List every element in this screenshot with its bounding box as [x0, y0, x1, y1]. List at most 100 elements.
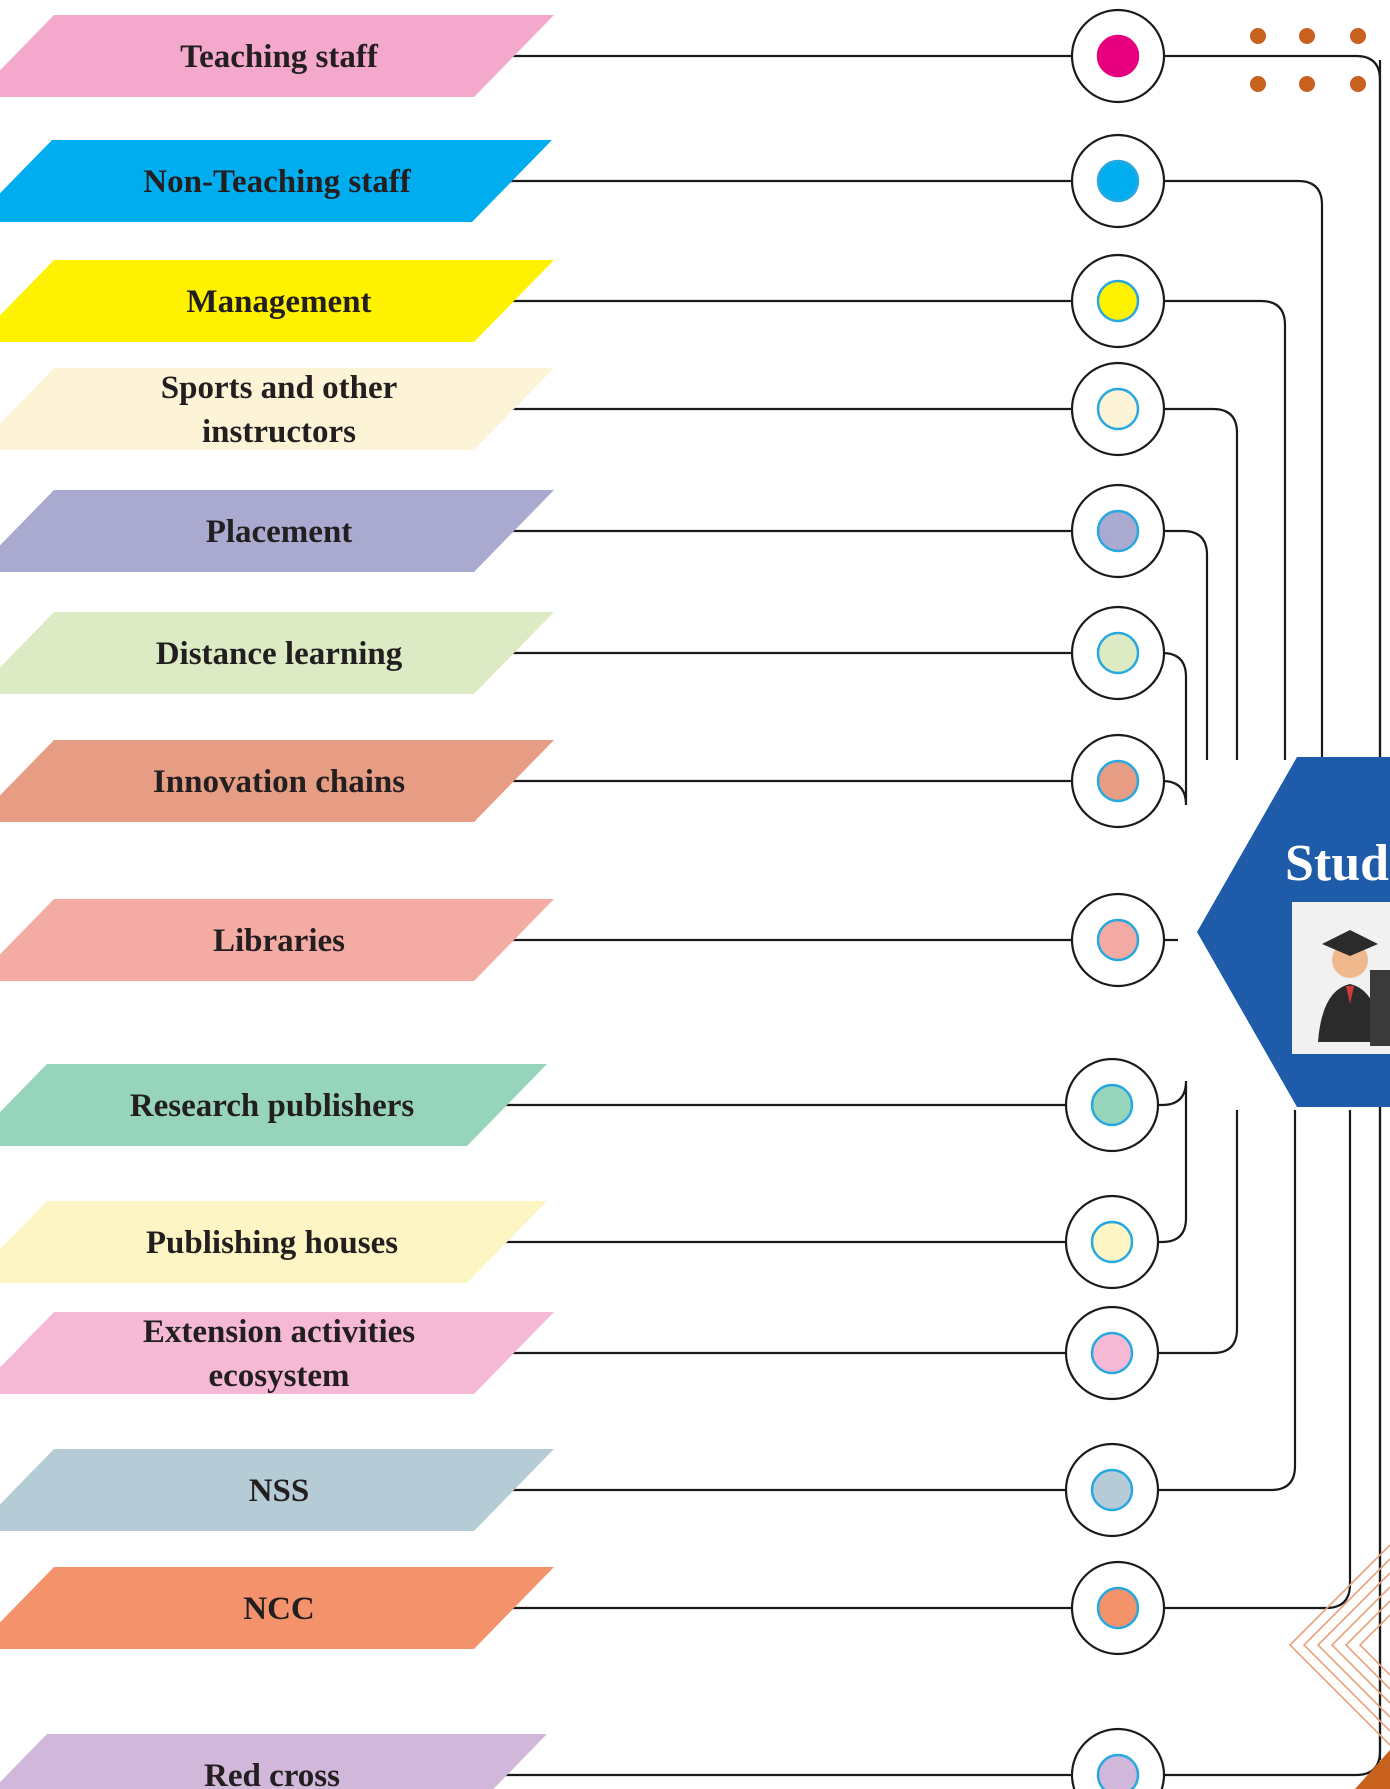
label-text: NCC	[243, 1591, 315, 1627]
label-text: Non-Teaching staff	[143, 164, 411, 200]
decor-line	[1358, 1614, 1390, 1676]
node-dot	[1090, 1220, 1134, 1264]
label-text: ecosystem	[208, 1358, 349, 1394]
node-dot	[1090, 1468, 1134, 1512]
node-dot	[1096, 918, 1140, 962]
connector-line	[504, 407, 1239, 760]
node-ring	[1070, 1560, 1166, 1656]
decor-dot	[1299, 76, 1315, 92]
node-ring	[1070, 605, 1166, 701]
label-item: Libraries	[0, 899, 554, 981]
graduate-students-icon	[1292, 902, 1390, 1054]
decor-dot	[1350, 76, 1366, 92]
label-box	[0, 1201, 547, 1283]
label-box	[0, 1312, 554, 1394]
connector-line	[504, 1110, 1239, 1355]
node-ring	[1064, 1194, 1160, 1290]
label-item: Publishing houses	[0, 1201, 547, 1283]
label-text: Management	[186, 284, 371, 320]
label-text: Innovation chains	[153, 764, 405, 800]
label-box	[0, 1449, 554, 1531]
label-text: NSS	[249, 1473, 310, 1509]
node-dot	[1096, 279, 1140, 323]
label-box	[0, 15, 554, 97]
decor-dot	[1350, 28, 1366, 44]
label-box	[0, 260, 554, 342]
label-box	[0, 1064, 547, 1146]
node-ring	[1064, 1305, 1160, 1401]
node-ring	[1070, 253, 1166, 349]
connector-line	[504, 299, 1287, 760]
connector-line	[504, 529, 1209, 760]
label-text: Libraries	[213, 923, 345, 959]
node-ring	[1070, 483, 1166, 579]
label-item: Placement	[0, 490, 554, 572]
label-item: Sports and other instructors	[0, 368, 554, 450]
label-item: Extension activities ecosystem	[0, 1312, 554, 1394]
node-ring	[1070, 733, 1166, 829]
decor-dot	[1250, 76, 1266, 92]
connector-line	[497, 1110, 1188, 1244]
label-item: Innovation chains	[0, 740, 554, 822]
decorative-corner-lines	[1288, 1544, 1390, 1789]
label-box	[0, 1734, 547, 1789]
connector-line	[497, 1080, 1188, 1110]
decor-corner	[1355, 1750, 1390, 1789]
label-item: Non-Teaching staff	[0, 140, 552, 222]
decor-line	[1302, 1558, 1390, 1732]
connector-line	[504, 1110, 1352, 1610]
connector-line	[504, 1110, 1297, 1492]
students-hub: Stud	[1197, 757, 1390, 1107]
label-text: Placement	[206, 514, 353, 550]
decor-line	[1330, 1586, 1390, 1704]
label-item: Red cross	[0, 1734, 547, 1789]
node-dot	[1096, 509, 1140, 553]
label-item: NCC	[0, 1567, 554, 1649]
label-text: Red cross	[204, 1758, 340, 1789]
label-item: Teaching staff	[0, 15, 554, 97]
label-text: Distance learning	[156, 636, 403, 672]
node-dot	[1090, 1331, 1134, 1375]
node-ring	[1064, 1057, 1160, 1153]
node-dot	[1096, 159, 1140, 203]
node-dot	[1096, 34, 1140, 78]
node-dot	[1096, 1586, 1140, 1630]
label-text: Sports and other	[161, 370, 398, 406]
label-box	[0, 740, 554, 822]
node-rings	[1064, 8, 1166, 1789]
label-item: Distance learning	[0, 612, 554, 694]
label-text: Publishing houses	[146, 1225, 398, 1261]
hub-label: Stud	[1285, 835, 1389, 892]
decor-line	[1344, 1600, 1390, 1690]
decor-line	[1316, 1572, 1390, 1718]
node-dot	[1090, 1083, 1134, 1127]
node-ring	[1070, 1727, 1166, 1789]
node-ring	[1070, 892, 1166, 988]
node-ring	[1064, 1442, 1160, 1538]
node-ring	[1070, 361, 1166, 457]
decorative-dots	[1250, 28, 1366, 92]
label-item: NSS	[0, 1449, 554, 1531]
label-text: Research publishers	[130, 1088, 415, 1124]
node-dot	[1096, 1753, 1140, 1789]
connector-line	[502, 179, 1324, 760]
node-dot	[1096, 631, 1140, 675]
decor-dot	[1299, 28, 1315, 44]
node-dot	[1096, 759, 1140, 803]
node-dot	[1096, 387, 1140, 431]
decor-line	[1288, 1544, 1390, 1746]
label-box	[0, 140, 552, 222]
node-ring	[1070, 8, 1166, 104]
label-box	[0, 899, 554, 981]
label-box	[0, 368, 554, 450]
label-box	[0, 490, 554, 572]
node-ring	[1070, 133, 1166, 229]
decor-dot	[1250, 28, 1266, 44]
label-text: instructors	[202, 414, 356, 450]
label-text: Extension activities	[143, 1314, 415, 1350]
label-item: Management	[0, 260, 554, 342]
label-item: Research publishers	[0, 1064, 547, 1146]
label-box	[0, 1567, 554, 1649]
